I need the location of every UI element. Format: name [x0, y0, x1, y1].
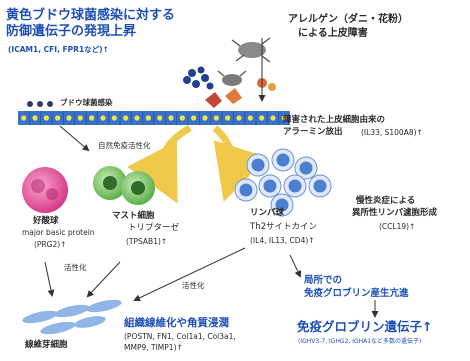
alarmin-line2: アラーミン放出 — [283, 127, 343, 137]
title-genes: (ICAM1, CFI, FPR1など)↑ — [8, 45, 109, 54]
lymphocyte-cell — [270, 193, 294, 217]
pollen-icon — [257, 78, 276, 91]
lymphocyte-cell — [234, 178, 258, 202]
epithelium-cell-nucleus — [168, 115, 174, 121]
arrow-lymph-to-ig — [289, 254, 302, 278]
epithelium-cell-nucleus — [281, 115, 287, 121]
allergen-bug-icon — [231, 37, 271, 63]
yellow-arrow-left — [127, 124, 192, 204]
arrow-lymph-to-fibro — [133, 247, 246, 302]
allergen-line2: による上皮障害 — [298, 28, 368, 39]
epithelium-cell-nucleus — [236, 115, 242, 121]
lymphocyte-name: リンパ球 — [250, 208, 285, 218]
fibroblast-name: 線維芽細胞 — [25, 340, 68, 350]
epithelium-cell-nucleus — [145, 115, 151, 121]
lymphocyte-cluster — [234, 148, 332, 217]
follicle-line2: 異所性リンパ濾胞形成 — [352, 208, 438, 218]
allergen-line1: アレルゲン（ダニ・花粉） — [288, 14, 408, 25]
epithelium-cell-nucleus — [134, 115, 140, 121]
ig-gene-title: 免疫グロブリン遺伝子↑ — [297, 319, 433, 334]
eosinophil-protein: major basic protein — [22, 228, 95, 237]
follicle-line1: 慢性炎症による — [356, 196, 416, 206]
title-line2: 防御遺伝子の発現上昇 — [6, 24, 137, 39]
mast-cell-1 — [93, 166, 127, 200]
epithelium-cell-nucleus — [89, 115, 95, 121]
allergen-bug-icon-2 — [217, 70, 247, 86]
mast-cell-name: マスト細胞 — [112, 211, 155, 221]
alarmin-genes: (IL33, S100A8)↑ — [361, 128, 423, 137]
eosinophil-cell — [22, 167, 68, 213]
staph-cluster — [183, 66, 214, 90]
lymphocyte-cell — [271, 148, 295, 172]
epithelium-cell-borders — [28, 111, 280, 125]
mast-cell-gene: (TPSAB1)↑ — [126, 237, 168, 246]
lymphocyte-genes: (IL4, IL13, CD4)↑ — [250, 236, 315, 245]
epithelium-cell-nucleus — [213, 115, 219, 121]
fibrosis-genes-line2: MMP9, TIMP1)↑ — [124, 343, 183, 352]
staph-label: ブドウ球菌感染 — [60, 98, 113, 107]
mast-cell-enzyme: トリプターゼ — [128, 223, 180, 233]
epithelium-cell-nucleus — [77, 115, 83, 121]
epithelium-cells — [21, 115, 287, 121]
follicle-gene: (CCL19)↑ — [379, 222, 416, 231]
activation-label-1: 活性化 — [64, 263, 87, 272]
epithelium-cell-nucleus — [100, 115, 106, 121]
epithelium-cell-nucleus — [259, 115, 265, 121]
arrow-eos-to-fibro — [44, 261, 55, 297]
lymphocyte-cytokine: Th2サイトカイン — [250, 222, 317, 232]
fibrosis-genes-line1: (POSTN, FN1, Col1a1, Col3a1, — [124, 332, 236, 341]
eosinophil-gene: (PRG2)↑ — [34, 240, 67, 249]
epithelium-cell-nucleus — [179, 115, 185, 121]
ig-gene-list: (IGHV3-7, IGHG2, IGHA1など多数の遺伝子) — [298, 338, 422, 345]
epithelium-cell-nucleus — [21, 115, 27, 121]
fibrosis-title: 組織線維化や角質浸潤 — [124, 317, 229, 329]
local-ig-line1: 局所での — [304, 275, 343, 286]
epithelium-cell-nucleus — [123, 115, 129, 121]
alarmin-line1: 障害された上皮細胞由来の — [283, 115, 386, 125]
lymphocyte-cell — [283, 174, 307, 198]
epithelium-cell-nucleus — [55, 115, 61, 121]
lymphocyte-cell — [246, 153, 270, 177]
epithelium-cell-nucleus — [225, 115, 231, 121]
fibroblast-cells — [22, 299, 122, 335]
lymphocyte-cell — [294, 156, 318, 180]
yellow-arrow-right — [212, 125, 268, 203]
epithelium-cell-nucleus — [111, 115, 117, 121]
epithelium-cell-nucleus — [32, 115, 38, 121]
epithelium-cell-nucleus — [43, 115, 49, 121]
arrow-mast-to-fibro — [86, 261, 121, 298]
epithelium-cell-nucleus — [191, 115, 197, 121]
lymphocyte-cell — [308, 174, 332, 198]
lymphocyte-cell — [258, 174, 282, 198]
epithelium-cell-nucleus — [157, 115, 163, 121]
epithelium-cell-nucleus — [247, 115, 253, 121]
eosinophil-name: 好酸球 — [33, 216, 59, 226]
damaged-epithelium-icon — [205, 88, 242, 108]
epithelium-cell-nucleus — [202, 115, 208, 121]
title-line1: 黄色ブドウ球菌感染に対する — [6, 8, 176, 23]
mast-cell-2 — [121, 171, 155, 205]
innate-immunity-label: 自然免疫活性化 — [98, 141, 151, 150]
epithelium-layer — [18, 111, 290, 125]
staph-bacteria-surface — [27, 101, 53, 107]
innate-activation-arrow — [59, 125, 90, 152]
epithelium-cell-nucleus — [270, 115, 276, 121]
activation-label-2: 活性化 — [182, 281, 205, 290]
local-ig-line2: 免疫グロブリン産生亢進 — [304, 288, 409, 299]
epithelium-cell-nucleus — [66, 115, 72, 121]
